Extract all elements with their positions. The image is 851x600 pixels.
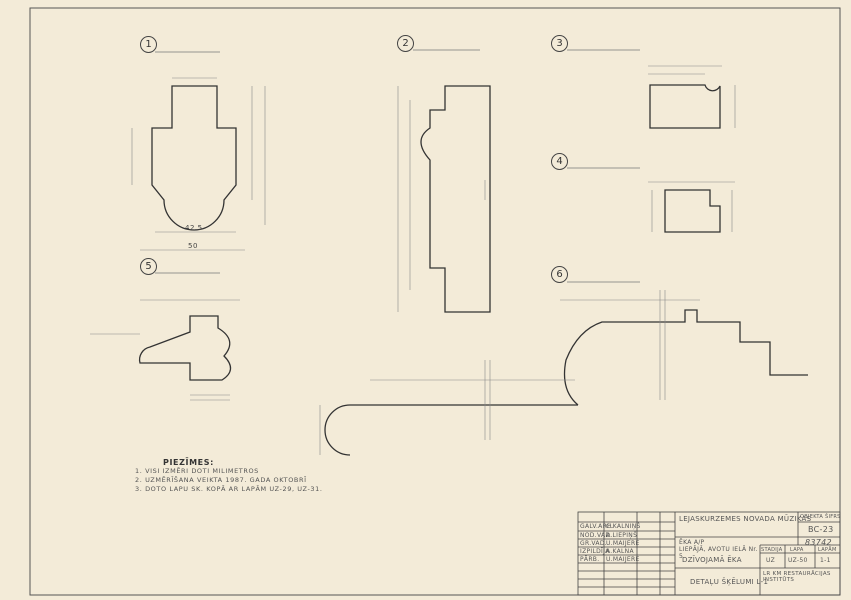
section-number-5: 5 <box>140 258 157 275</box>
object-name: LEJASKURZEMES NOVADA MŪZIKAS <box>679 515 812 523</box>
sheets-label: LAPĀM <box>818 547 837 553</box>
institute: LR KM RESTAURĀCIJAS INSTITŪTS <box>763 571 831 583</box>
section-number-4: 4 <box>551 153 568 170</box>
name: C.KALNIŅŠ <box>606 523 641 530</box>
object-code: BC-23 <box>808 525 834 534</box>
note-item: 2. UZMĒRĪŠANA VEIKTA 1987. GADA OKTOBRĪ <box>135 476 307 484</box>
sheet-label: LAPA <box>790 547 804 553</box>
profile-lower <box>324 404 578 456</box>
address: LIEPĀJĀ, AVOTU IELĀ Nr. 5 <box>679 546 758 560</box>
sheet-border <box>29 7 841 596</box>
building: ĒKA A/P <box>679 539 705 546</box>
section-underlines <box>155 49 640 283</box>
section-number-3: 3 <box>551 35 568 52</box>
profile-section-5 <box>138 315 232 381</box>
sheet-count: 1-1 <box>820 557 831 564</box>
stage: UZ <box>766 557 775 564</box>
name: A.KALNA <box>606 548 634 555</box>
archive-number: 83742 <box>805 538 832 547</box>
title-block-grid <box>577 511 841 596</box>
profile-section-1 <box>151 85 237 231</box>
notes-heading: PIEZĪMES: <box>163 458 214 467</box>
dimensions-section-1 <box>131 77 266 251</box>
dimension-label: 50 <box>188 242 198 250</box>
section-number-6: 6 <box>551 266 568 283</box>
section-number-2: 2 <box>397 35 414 52</box>
section-number-1: 1 <box>140 36 157 53</box>
role: PĀRB. <box>580 556 600 563</box>
sheet-number: UZ-50 <box>788 557 808 564</box>
role: GALV.ARH. <box>580 523 614 530</box>
profile-section-6 <box>563 309 808 406</box>
profile-section-3 <box>649 84 721 129</box>
role: GR.VAD. <box>580 540 607 547</box>
role: NOD.VAD. <box>580 532 613 539</box>
notes: PIEZĪMES: 1. VISI IZMĒRI DOTI MILIMETROS… <box>135 458 323 494</box>
object-code-label: OBJEKTA ŠIFRS <box>800 514 841 520</box>
name: U.MAIJERE <box>606 556 640 563</box>
profile-section-2 <box>420 85 491 313</box>
building-type: DZĪVOJAMĀ ĒKA <box>682 556 742 564</box>
name: A.LIEPIŅŠ <box>606 532 638 539</box>
note-item: 1. VISI IZMĒRI DOTI MILIMETROS <box>135 467 259 475</box>
profile-section-4 <box>664 189 721 233</box>
note-item: 3. DOTO LAPU SK. KOPĀ AR LAPĀM UZ-29, UZ… <box>135 485 323 493</box>
stage-label: STADIJA <box>761 547 783 553</box>
sheet-title: DETAĻU ŠĶĒLUMI L-1 <box>690 578 769 586</box>
dimension-label: 42.5 <box>185 224 203 232</box>
role: IZPILDĪJA <box>580 548 610 555</box>
name: U.MAIJERE <box>606 540 640 547</box>
